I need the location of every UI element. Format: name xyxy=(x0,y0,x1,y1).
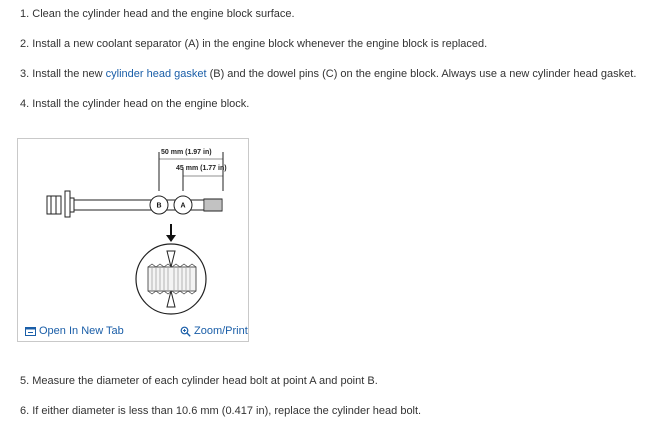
detail-magnifier xyxy=(135,243,207,315)
step-number: 2. xyxy=(20,38,30,50)
magnifier-icon xyxy=(180,326,191,337)
cylinder-head-gasket-link[interactable]: cylinder head gasket xyxy=(105,68,207,80)
step-number: 5. xyxy=(20,375,30,387)
open-in-new-tab-label: Open In New Tab xyxy=(39,325,124,337)
open-in-new-tab-link[interactable]: Open In New Tab xyxy=(25,325,124,337)
step-1: 1. Clean the cylinder head and the engin… xyxy=(20,7,295,21)
step-2: 2. Install a new coolant separator (A) i… xyxy=(20,37,487,51)
figure-actions: Open In New Tab Zoom/Print xyxy=(18,325,248,341)
figure-panel: 50 mm (1.97 in) 45 mm (1.77 in) B xyxy=(17,138,249,342)
step-4: 4. Install the cylinder head on the engi… xyxy=(20,97,249,111)
step-text: (B) and the dowel pins (C) on the engine… xyxy=(206,68,637,80)
step-6: 6. If either diameter is less than 10.6 … xyxy=(20,404,421,418)
step-text: If either diameter is less than 10.6 mm … xyxy=(32,405,422,417)
step-number: 4. xyxy=(20,98,30,110)
step-5: 5. Measure the diameter of each cylinder… xyxy=(20,374,378,388)
step-text: Clean the cylinder head and the engine b… xyxy=(32,8,295,20)
down-arrow xyxy=(166,224,176,242)
step-text: Install the cylinder head on the engine … xyxy=(32,98,250,110)
label-b: B xyxy=(156,203,161,210)
open-new-tab-icon xyxy=(25,326,36,336)
zoom-print-link[interactable]: Zoom/Print xyxy=(180,325,248,337)
step-text: Install a new coolant separator (A) in t… xyxy=(32,38,488,50)
point-b-marker: B xyxy=(149,195,169,215)
step-number: 3. xyxy=(20,68,30,80)
zoom-print-label: Zoom/Print xyxy=(194,325,248,337)
step-number: 1. xyxy=(20,8,30,20)
dim-outer-label: 50 mm (1.97 in) xyxy=(161,149,212,156)
step-3: 3. Install the new cylinder head gasket … xyxy=(20,67,636,81)
label-a: A xyxy=(180,203,185,210)
dim-inner-label: 45 mm (1.77 in) xyxy=(176,165,227,172)
bolt-thread xyxy=(205,199,221,211)
step-number: 6. xyxy=(20,405,30,417)
step-text: Measure the diameter of each cylinder he… xyxy=(32,375,378,387)
bolt-shank xyxy=(73,198,223,212)
bolt-diagram[interactable]: 50 mm (1.97 in) 45 mm (1.77 in) B xyxy=(18,139,248,325)
bolt-head xyxy=(46,190,75,218)
step-text: Install the new xyxy=(32,68,106,80)
point-a-marker: A xyxy=(173,195,193,215)
